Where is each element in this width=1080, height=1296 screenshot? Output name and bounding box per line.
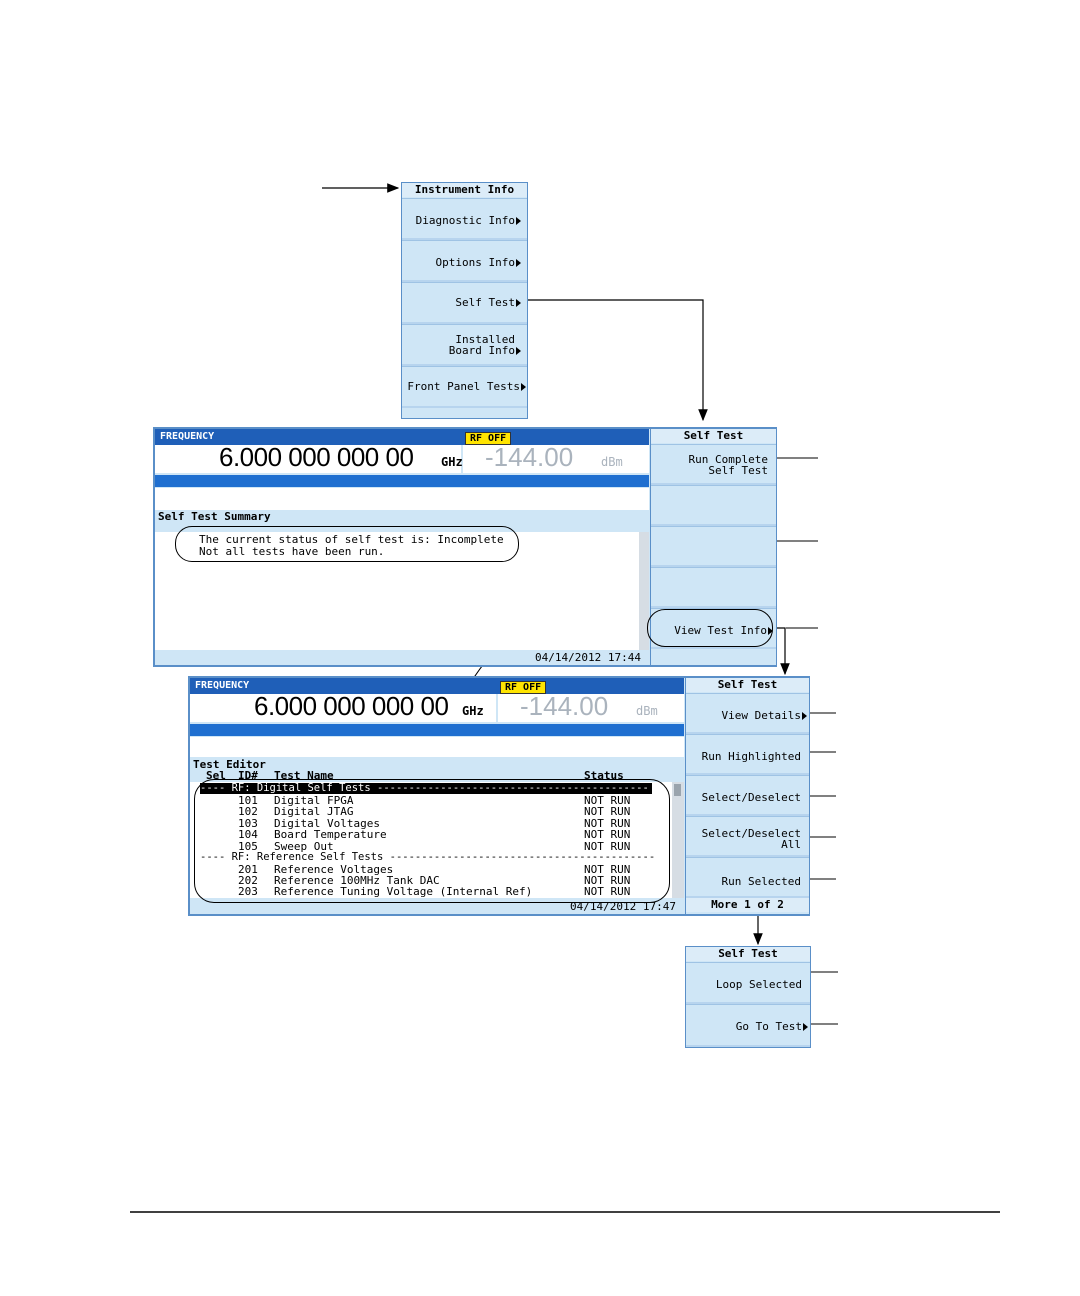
timestamp: 04/14/2012 17:44	[535, 651, 641, 664]
installed-board-info-key[interactable]: Installed Board Info	[402, 324, 527, 366]
instrument-info-menu: Instrument Info Diagnostic Info Options …	[401, 182, 528, 419]
select-deselect-key[interactable]: Select/Deselect	[686, 775, 809, 816]
amplitude-value: -144.00	[520, 691, 609, 721]
section-title: Test Editor	[193, 758, 266, 771]
row-name: Reference Voltages	[274, 863, 394, 876]
row-id: 105	[238, 840, 258, 853]
scrollbar[interactable]	[639, 532, 649, 650]
highlighted-row[interactable]	[200, 783, 652, 794]
frequency-value: 6.000 000 000 00	[254, 691, 449, 721]
status-line-1: The current status of self test is: Inco…	[199, 533, 504, 546]
amplitude-value: -144.00	[485, 442, 574, 472]
submenu-arrow-icon	[521, 383, 526, 391]
row-id: 203	[238, 885, 258, 898]
row-status: NOT RUN	[584, 863, 631, 876]
amplitude-unit: dBm	[636, 704, 658, 718]
self-test-page2-menu: Self Test Loop Selected Go To Test	[685, 946, 811, 1048]
softkey-title: Self Test	[686, 947, 810, 961]
col-sel: Sel	[206, 769, 226, 782]
col-id: ID#	[238, 769, 258, 782]
run-highlighted-key[interactable]: Run Highlighted	[686, 734, 809, 775]
row-id: 104	[238, 828, 258, 841]
row-name: Digital JTAG	[274, 805, 354, 818]
self-test-summary-screen: FREQUENCY RF OFF 6.000 000 000 00 GHz -1…	[153, 427, 777, 667]
row-status: NOT RUN	[584, 840, 631, 853]
summary-area	[155, 532, 639, 650]
row-status: NOT RUN	[584, 885, 631, 898]
status-line-2: Not all tests have been run.	[199, 545, 385, 558]
go-to-test-key[interactable]: Go To Test	[686, 1004, 810, 1047]
blank-softkey[interactable]	[651, 526, 776, 567]
submenu-arrow-icon	[803, 1023, 808, 1031]
timestamp: 04/14/2012 17:47	[570, 900, 676, 913]
row-id: 201	[238, 863, 258, 876]
submenu-arrow-icon	[516, 217, 521, 225]
row-status: NOT RUN	[584, 828, 631, 841]
amplitude-unit: dBm	[601, 455, 623, 469]
col-name: Test Name	[274, 769, 334, 782]
section-title: Self Test Summary	[158, 510, 271, 523]
row-name: Sweep Out	[274, 840, 334, 853]
row-id: 102	[238, 805, 258, 818]
frequency-unit: GHz	[462, 704, 484, 718]
row-id: 202	[238, 874, 258, 887]
row-status: NOT RUN	[584, 817, 631, 830]
arrow-view-test-info	[773, 627, 790, 676]
loop-selected-key[interactable]: Loop Selected	[686, 962, 810, 1004]
row-name: Reference 100MHz Tank DAC	[274, 874, 440, 887]
more-key[interactable]: More 1 of 2	[686, 898, 809, 912]
blank-softkey[interactable]	[651, 567, 776, 608]
self-test-key[interactable]: Self Test	[402, 282, 527, 324]
select-deselect-all-key[interactable]: Select/Deselect All	[686, 816, 809, 857]
rf-off-badge: RF OFF	[465, 432, 512, 445]
row-id: 103	[238, 817, 258, 830]
menu-title: Instrument Info	[402, 183, 527, 197]
status-callout-oval	[175, 526, 519, 562]
view-details-key[interactable]: View Details	[686, 693, 809, 734]
scroll-thumb[interactable]	[674, 784, 681, 796]
row-name: Digital FPGA	[274, 794, 354, 807]
row-status: NOT RUN	[584, 794, 631, 807]
col-status: Status	[584, 769, 624, 782]
test-editor-screen: FREQUENCY RF OFF 6.000 000 000 00 GHz -1…	[188, 676, 810, 916]
row-status: NOT RUN	[584, 874, 631, 887]
row-name: Board Temperature	[274, 828, 387, 841]
blank-softkey[interactable]	[651, 485, 776, 526]
view-test-info-callout-oval	[647, 609, 773, 647]
row-status: NOT RUN	[584, 805, 631, 818]
front-panel-tests-key[interactable]: Front Panel Tests	[402, 366, 527, 408]
submenu-arrow-icon	[802, 712, 807, 720]
submenu-arrow-icon	[516, 299, 521, 307]
group-reference: ---- RF: Reference Self Tests ----------…	[200, 851, 656, 863]
run-complete-self-test-key[interactable]: Run Complete Self Test	[651, 444, 776, 485]
row-id: 101	[238, 794, 258, 807]
row-name: Reference Tuning Voltage (Internal Ref)	[274, 885, 533, 898]
diagnostic-info-key[interactable]: Diagnostic Info	[402, 198, 527, 240]
submenu-arrow-icon	[516, 259, 521, 267]
row-name: Digital Voltages	[274, 817, 380, 830]
screen1-softkeys: Self Test Run Complete Self Test View Te…	[647, 429, 776, 665]
run-selected-key[interactable]: Run Selected	[686, 857, 809, 898]
softkey-title: Self Test	[651, 429, 776, 443]
arrow-self-test	[527, 299, 708, 422]
test-list	[190, 782, 672, 898]
options-info-key[interactable]: Options Info	[402, 240, 527, 282]
frequency-label: FREQUENCY	[157, 431, 218, 443]
test-list-callout-oval	[194, 779, 670, 903]
screen2-softkeys: Self Test View Details Run Highlighted S…	[685, 678, 809, 914]
rf-off-badge: RF OFF	[500, 681, 547, 694]
frequency-unit: GHz	[441, 455, 463, 469]
frequency-value: 6.000 000 000 00	[219, 442, 414, 472]
frequency-label: FREQUENCY	[192, 680, 253, 692]
freq-header-bar	[155, 429, 649, 445]
softkey-title: Self Test	[686, 678, 809, 692]
scrollbar[interactable]	[672, 782, 684, 898]
submenu-arrow-icon	[516, 347, 521, 355]
